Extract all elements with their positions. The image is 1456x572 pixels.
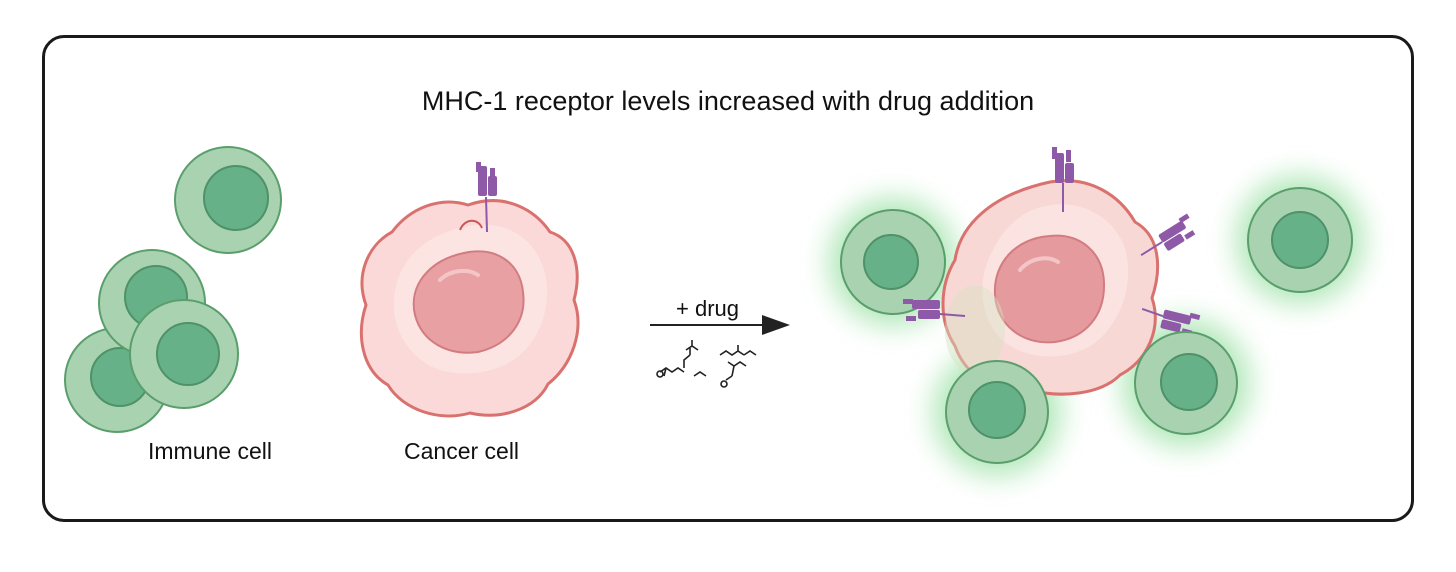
cancer-cell-icon	[359, 199, 580, 418]
immune-cell-icon	[174, 146, 282, 254]
immune-cell-label: Immune cell	[148, 438, 272, 464]
mhc1-receptor-icon	[1052, 147, 1074, 212]
cancer-cell-label: Cancer cell	[404, 438, 520, 464]
immune-cell-icon	[1247, 187, 1353, 293]
mhc1-receptor-icon	[903, 299, 966, 321]
immune-cell-icon	[1134, 331, 1238, 435]
figure-title: MHC-1 receptor levels increased with dru…	[421, 86, 1035, 116]
immune-cell-icon	[129, 299, 239, 409]
immune-cell-icon	[840, 209, 946, 315]
mhc1-receptor-icon	[1140, 213, 1196, 257]
drug-arrow-label: + drug	[676, 296, 739, 321]
drug-molecule-icon	[656, 340, 707, 378]
cancer-cell-icon	[941, 179, 1160, 396]
immune-cell-group-left	[64, 146, 282, 433]
drug-molecule-icon	[719, 345, 757, 388]
immune-cell-icon	[945, 360, 1049, 464]
mhc1-receptor-icon	[476, 162, 497, 233]
